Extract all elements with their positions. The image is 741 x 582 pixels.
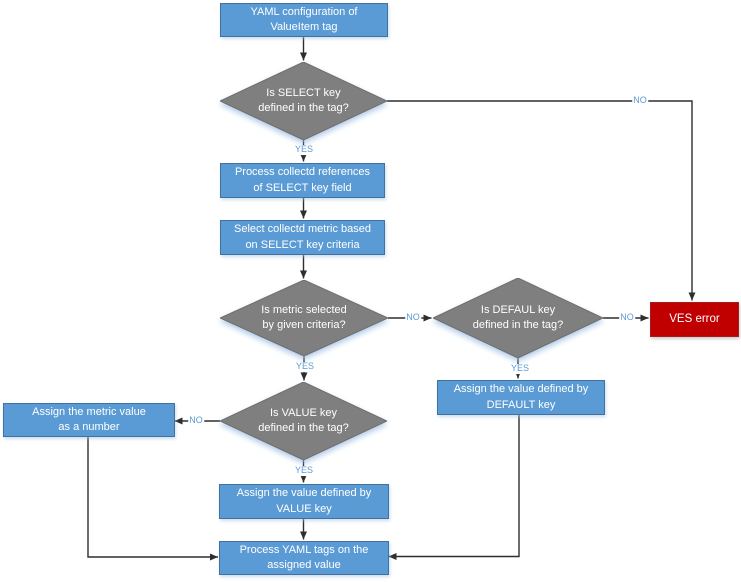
edge-label-value-yes: YES bbox=[293, 465, 315, 476]
diamond-shape-icon bbox=[220, 382, 387, 460]
node-assign-value: Assign the value defined by VALUE key bbox=[219, 484, 389, 519]
node-select-metric-label: Select collectd metric based on SELECT k… bbox=[234, 223, 371, 251]
node-assign-default: Assign the value defined by DEFAULT key bbox=[437, 380, 605, 415]
decision-default-key-label: Is DEFAUL key defined in the tag? bbox=[472, 303, 564, 331]
diamond-shape-icon bbox=[220, 280, 388, 356]
diamond-shape-icon bbox=[220, 62, 387, 140]
node-ves-error: VES error bbox=[650, 302, 739, 337]
node-process-references: Process collectd references of SELECT ke… bbox=[220, 163, 385, 198]
edge-label-select-yes: YES bbox=[293, 144, 315, 155]
diamond-shape-icon bbox=[433, 278, 603, 358]
edge-label-default-yes: YES bbox=[509, 363, 531, 374]
node-ves-error-label: VES error bbox=[669, 313, 720, 326]
edge-label-value-no: NO bbox=[188, 415, 204, 426]
node-process-yaml-tags-label: Process YAML tags on the assigned value bbox=[239, 543, 369, 571]
node-assign-value-label: Assign the value defined by VALUE key bbox=[236, 487, 372, 515]
decision-value-key: Is VALUE key defined in the tag? bbox=[220, 382, 387, 460]
edge-assignmetric-to-processyaml bbox=[87, 435, 218, 561]
node-yaml-config: YAML configuration of ValueItem tag bbox=[220, 3, 388, 37]
edge-label-default-no: NO bbox=[619, 312, 635, 323]
node-yaml-config-label: YAML configuration of ValueItem tag bbox=[250, 5, 358, 33]
edge-label-metric-no: NO bbox=[405, 312, 421, 323]
edge-label-metric-yes: YES bbox=[294, 361, 316, 372]
node-process-yaml-tags: Process YAML tags on the assigned value bbox=[219, 541, 389, 575]
edge-select-no-to-veserror bbox=[387, 100, 696, 301]
decision-default-key: Is DEFAUL key defined in the tag? bbox=[433, 278, 603, 358]
decision-select-key: Is SELECT key defined in the tag? bbox=[220, 62, 387, 140]
edge-assigndefault-to-processyaml bbox=[388, 413, 520, 560]
node-assign-metric-value-label: Assign the metric value as a number bbox=[32, 405, 146, 433]
node-assign-default-label: Assign the value defined by DEFAULT key bbox=[453, 383, 589, 411]
decision-metric-selected-label: Is metric selected by given criteria? bbox=[261, 303, 347, 331]
node-select-metric: Select collectd metric based on SELECT k… bbox=[220, 220, 385, 255]
decision-value-key-label: Is VALUE key defined in the tag? bbox=[258, 406, 349, 434]
node-assign-metric-value: Assign the metric value as a number bbox=[3, 403, 175, 437]
decision-metric-selected: Is metric selected by given criteria? bbox=[220, 280, 388, 356]
node-process-references-label: Process collectd references of SELECT ke… bbox=[234, 166, 371, 194]
edge-label-select-no: NO bbox=[632, 95, 648, 106]
decision-select-key-label: Is SELECT key defined in the tag? bbox=[258, 86, 349, 114]
